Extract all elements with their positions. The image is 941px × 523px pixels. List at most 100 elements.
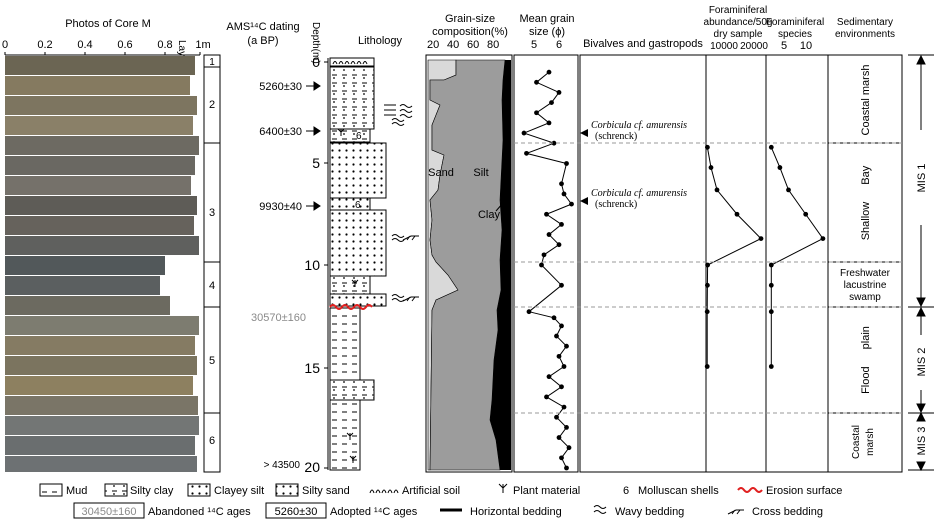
mean-grain-point	[546, 232, 552, 237]
svg-text:6: 6	[355, 200, 361, 211]
mean-grain-point	[559, 455, 564, 461]
mis-1: MIS 1	[916, 164, 928, 193]
erosion-surface	[329, 304, 373, 310]
grain-tick: 20	[427, 39, 439, 51]
mean-grain-point	[556, 242, 562, 248]
mean-grain-point	[564, 343, 569, 349]
abund-tick: 10000	[710, 41, 738, 52]
mean-grain-point	[534, 79, 539, 85]
header-grain-size-2: composition(%)	[432, 26, 508, 38]
abund-tick: 20000	[740, 41, 768, 52]
legend-silty-clay-swatch	[104, 483, 128, 497]
depth-tick: 10	[304, 257, 320, 273]
mean-grain-point	[556, 435, 562, 440]
layer-label: 3	[209, 207, 215, 219]
mean-grain-point	[549, 100, 554, 105]
grain-tick: 80	[487, 39, 499, 51]
foram-abundance-point	[734, 211, 740, 217]
env-coastal-marsh: Coastal marsh	[860, 65, 872, 136]
header-foram-abund: Foraminiferal	[709, 5, 767, 16]
depth-tick: 0	[312, 54, 320, 70]
foram-species-point	[768, 282, 774, 288]
horizontal-bedding-symbol	[384, 104, 396, 116]
legend-wavy: Wavy bedding	[615, 506, 684, 518]
clay-pointer	[495, 202, 504, 212]
photo-axis-ticks	[4, 52, 201, 55]
legend-adopted-example: 5260±30	[275, 506, 318, 518]
legend-cross: Cross bedding	[752, 506, 823, 518]
foram-species-point	[786, 187, 791, 193]
mean-grain-point	[566, 445, 572, 451]
mis-3: MIS 3	[916, 427, 928, 456]
legend-adopted-box	[265, 502, 327, 519]
header-grain-size: Grain-size	[445, 13, 495, 25]
header-mean-grain-2: size (ϕ)	[529, 26, 565, 38]
legend-plant: Plant material	[513, 485, 580, 497]
layer-label: 1	[209, 57, 215, 68]
foram-abundance-point	[705, 144, 710, 150]
bivalve-author: (schrenck)	[595, 131, 637, 142]
mean-grain-plot	[521, 69, 574, 471]
foram-species-point	[768, 144, 774, 150]
mean-grain-point	[561, 364, 567, 369]
grain-tick: 40	[447, 39, 459, 51]
foram-abundance-point	[704, 364, 710, 369]
legend-mud: Mud	[66, 485, 87, 497]
ams-arrow	[306, 126, 321, 136]
header-photos: Photos of Core M	[65, 18, 151, 30]
env-coastal-marsh-2b: marsh	[865, 428, 876, 456]
header-sed-env: Sedimentary	[837, 17, 893, 28]
mean-grain-point	[559, 323, 564, 329]
silt-label: Silt	[473, 167, 488, 179]
plant-material-symbol	[337, 128, 359, 463]
ams-date-5: > 43500	[264, 460, 301, 471]
legend-silty-clay: Silty clay	[130, 485, 174, 497]
molluscan-shell-symbol: 6 6	[355, 131, 362, 211]
env-swamp: swamp	[849, 292, 881, 303]
mis-2: MIS 2	[916, 348, 928, 377]
legend-abandoned-box	[73, 502, 145, 519]
mean-grain-point	[534, 110, 539, 116]
header-ams: AMS¹⁴C dating	[226, 21, 299, 33]
grain-size-panel	[425, 54, 513, 473]
legend-erosion: Erosion surface	[766, 485, 842, 497]
foram-abundance-point	[704, 309, 710, 315]
mean-grain-point	[551, 315, 557, 321]
env-lacustrine: lacustrine	[844, 280, 887, 291]
photo-tick: 0.4	[77, 39, 92, 51]
bivalve-marker	[580, 129, 588, 137]
mean-grain-point	[569, 201, 574, 207]
mean-grain-point	[544, 394, 549, 400]
bivalve-species: Corbicula cf. amurensis	[591, 120, 687, 131]
mean-tick: 5	[531, 39, 537, 51]
foram-species-plot	[768, 144, 826, 369]
layer-label: 4	[209, 280, 215, 292]
legend-silty-sand: Silty sand	[302, 485, 350, 497]
ams-date-1: 5260±30	[259, 81, 302, 93]
header-foram-abund-2: abundance/50g	[704, 17, 773, 28]
header-depth: Depth(m)	[310, 22, 321, 64]
foram-species-point	[820, 236, 826, 242]
env-flood-plain: Flood plain	[860, 326, 872, 394]
layer-label: 2	[209, 99, 215, 111]
photo-tick: 0.6	[117, 39, 132, 51]
foram-abundance-plot	[704, 144, 764, 369]
foram-abundance-panel	[705, 54, 767, 473]
mean-grain-point	[559, 181, 564, 187]
foram-abundance-point	[705, 282, 710, 288]
foram-species-point	[803, 211, 809, 217]
photo-tick: 0.2	[37, 39, 52, 51]
legend-adopted: Adopted ¹⁴C ages	[330, 506, 418, 518]
ams-date-3: 9930±40	[259, 201, 302, 213]
legend-abandoned-example: 30450±160	[82, 506, 137, 518]
mean-grain-point	[554, 333, 559, 339]
mean-grain-point	[564, 425, 569, 430]
layer-label: 6	[209, 435, 215, 447]
foram-species-point	[768, 262, 774, 268]
mean-grain-point	[541, 252, 547, 258]
legend-plant-swatch	[498, 483, 508, 493]
foram-abundance-point	[708, 165, 714, 170]
mean-grain-point	[559, 282, 564, 288]
legend-molluscan: Molluscan shells	[638, 485, 719, 497]
